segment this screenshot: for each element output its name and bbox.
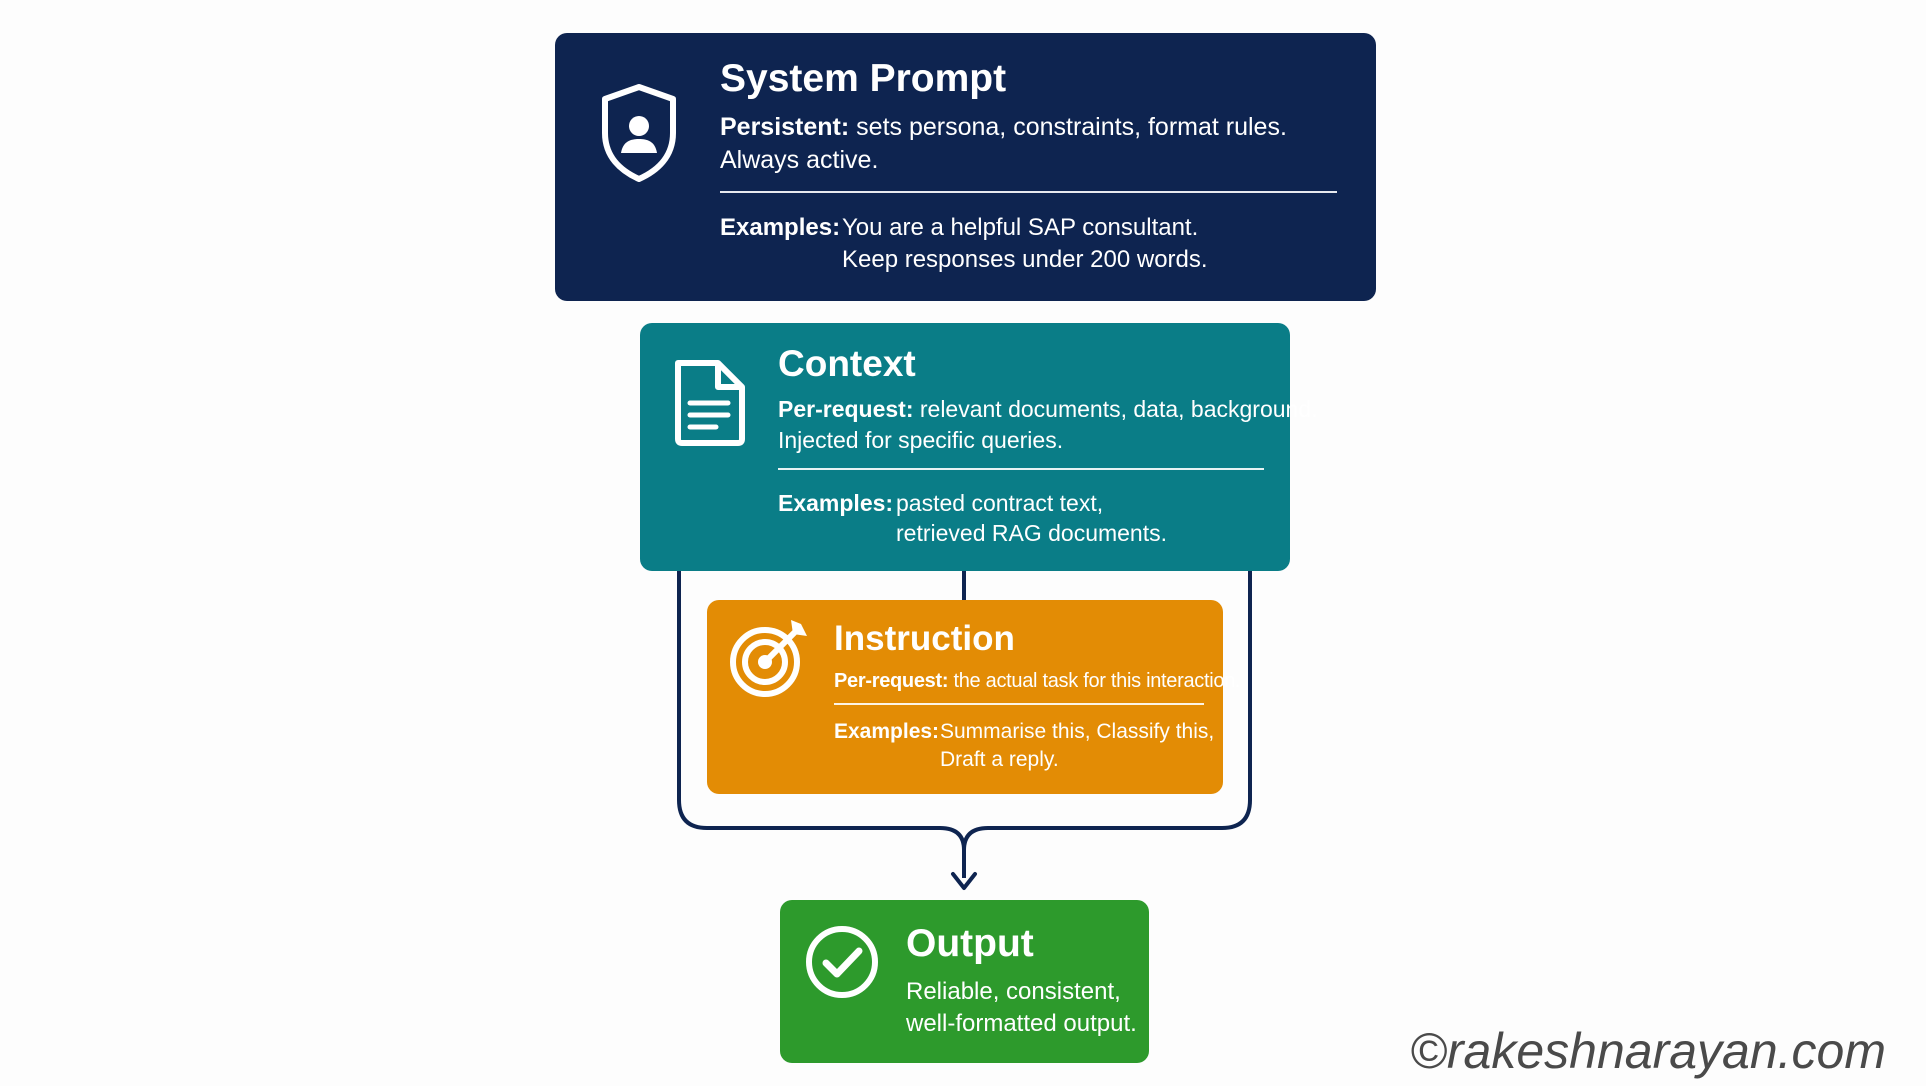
context-divider xyxy=(778,468,1264,470)
context-title: Context xyxy=(778,343,916,384)
system-prompt-desc-line2: Always active. xyxy=(720,146,879,174)
instruction-example: Draft a reply. xyxy=(940,748,1059,771)
instruction-divider xyxy=(834,703,1204,705)
context-example: retrieved RAG documents. xyxy=(896,520,1168,546)
system-prompt-desc-label: Persistent: xyxy=(720,113,850,141)
instruction-title: Instruction xyxy=(834,619,1015,658)
check-circle-icon xyxy=(806,926,878,998)
output-desc-line: well-formatted output. xyxy=(906,1010,1137,1037)
instruction-desc-label: Per-request: xyxy=(834,670,949,692)
context-desc-label: Per-request: xyxy=(778,396,914,422)
system-prompt-examples-label: Examples: xyxy=(720,214,841,241)
system-prompt-divider xyxy=(720,191,1337,193)
context-left-bracket xyxy=(677,571,966,878)
context-card: Context Per-request: relevant documents,… xyxy=(640,323,1318,571)
shield-user-icon xyxy=(602,84,676,182)
instruction-example: Summarise this, Classify this, xyxy=(940,720,1215,743)
output-title: Output xyxy=(906,922,1034,965)
system-prompt-example: You are a helpful SAP consultant. xyxy=(842,214,1199,241)
system-prompt-example: Keep responses under 200 words. xyxy=(842,246,1208,273)
context-example: pasted contract text, xyxy=(896,490,1104,516)
copyright-watermark: ©rakeshnarayan.com xyxy=(1410,1023,1886,1079)
instruction-card: Instruction Per-request: the actual task… xyxy=(707,600,1241,794)
system-prompt-card: System Prompt Persistent: sets persona, … xyxy=(555,33,1376,301)
context-desc-line2: Injected for specific queries. xyxy=(778,427,1064,453)
context-description: Per-request: relevant documents, data, b… xyxy=(778,394,1318,456)
instruction-desc-text: the actual task for this interaction. xyxy=(948,670,1241,692)
context-desc-text: relevant documents, data, background. xyxy=(913,396,1318,422)
output-arrowhead xyxy=(951,872,977,890)
instruction-description: Per-request: the actual task for this in… xyxy=(834,668,1241,695)
document-icon xyxy=(675,360,745,446)
output-description: Reliable, consistent, well-formatted out… xyxy=(906,976,1137,1040)
output-desc-line: Reliable, consistent, xyxy=(906,978,1121,1005)
system-prompt-desc-text: sets persona, constraints, format rules. xyxy=(849,113,1287,141)
target-arrow-icon xyxy=(730,620,807,697)
system-prompt-title: System Prompt xyxy=(720,57,1007,100)
context-examples-label: Examples: xyxy=(778,490,894,516)
output-card: Output Reliable, consistent, well-format… xyxy=(780,900,1149,1063)
context-right-bracket xyxy=(962,571,1252,851)
system-prompt-description: Persistent: sets persona, constraints, f… xyxy=(720,111,1287,177)
instruction-examples-label: Examples: xyxy=(834,720,940,743)
